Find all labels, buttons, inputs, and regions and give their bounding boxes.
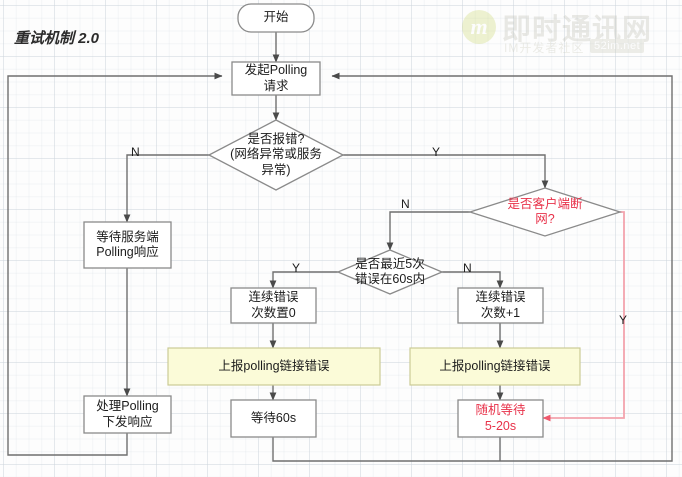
edge-wait60-loopback (272, 72, 673, 462)
node-wait60-shape (230, 399, 317, 438)
node-random-wait-shape (457, 399, 544, 438)
node-decision-offline-shape (467, 187, 623, 237)
node-reset-count-shape (230, 287, 317, 324)
edge-error-no (123, 154, 222, 223)
node-inc-count-shape (457, 287, 544, 324)
edge-handle-loopback (7, 72, 223, 456)
node-decision-recent5-shape (336, 249, 444, 295)
node-start-shape (237, 3, 315, 33)
edge-recent5-no (442, 271, 504, 289)
node-report-right-shape (409, 347, 581, 386)
edge-offline-yes-red (542, 211, 625, 422)
edge-error-yes (330, 154, 549, 189)
node-polling-request-shape (231, 61, 321, 96)
edge-recent5-yes (269, 271, 338, 289)
node-decision-error-shape (207, 119, 345, 191)
node-report-left-shape (167, 347, 381, 386)
node-handle-response-shape (83, 395, 172, 434)
diagram-title: 重试机制 2.0 (14, 30, 100, 47)
node-wait-server-shape (83, 221, 172, 269)
edge-offline-no (386, 211, 470, 251)
